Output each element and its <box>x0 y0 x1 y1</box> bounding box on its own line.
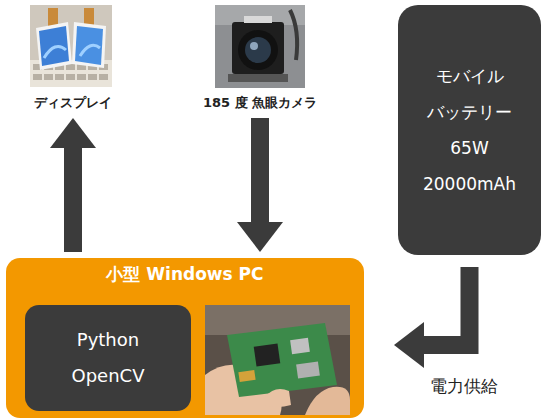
pc-box: Python OpenCV 小型 Windows PC <box>6 258 364 418</box>
arrow-head <box>394 322 424 368</box>
photo-caption: 185 度 魚眼カメラ <box>201 94 319 112</box>
arrow-down <box>237 118 283 252</box>
software-box: Python OpenCV <box>25 305 191 411</box>
edge-label: 電力供給 <box>428 375 500 397</box>
arrow-head <box>50 118 96 148</box>
box-text: モバイル バッテリー 65W 20000mAh <box>414 58 526 202</box>
arrow-up <box>50 118 96 252</box>
board-photo <box>205 305 350 415</box>
arrow-shaft <box>251 118 269 224</box>
box-title: 小型 Windows PC <box>106 263 263 285</box>
photo-caption: ディスプレイ <box>32 94 114 112</box>
arrow-shaft <box>422 267 470 345</box>
battery-box: モバイル バッテリー 65W 20000mAh <box>398 5 541 255</box>
arrow-head <box>237 222 283 252</box>
camera-node: 185 度 魚眼カメラ <box>198 4 322 112</box>
display-node: ディスプレイ <box>22 4 124 112</box>
camera-photo <box>215 5 305 88</box>
power-arrow <box>394 267 470 368</box>
arrow-shaft <box>64 146 82 252</box>
box-text: Python OpenCV <box>62 322 154 394</box>
display-photo <box>30 5 112 87</box>
